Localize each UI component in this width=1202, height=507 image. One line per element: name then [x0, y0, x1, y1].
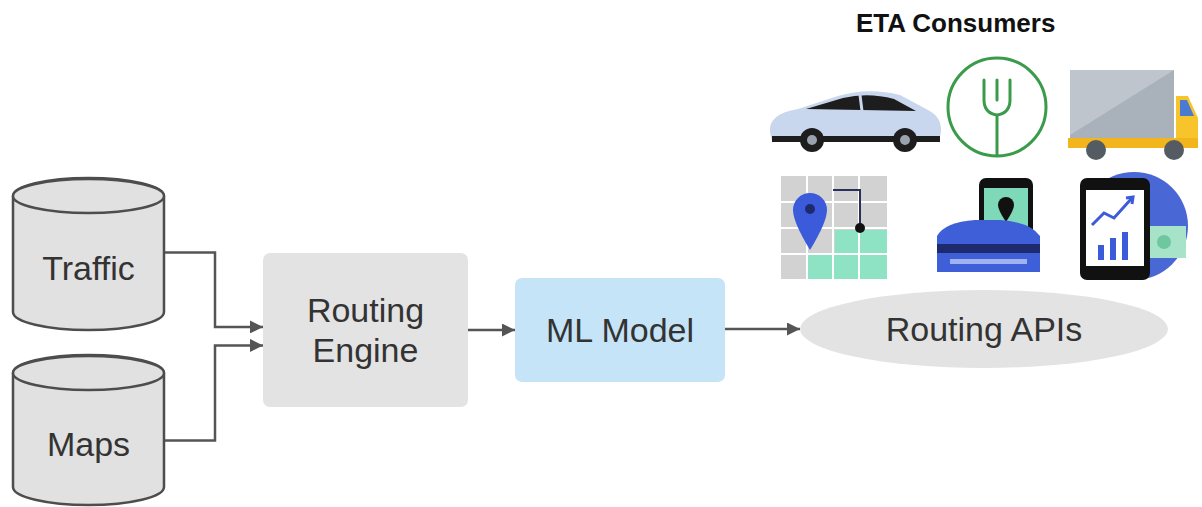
node-text: Routing APIs	[886, 309, 1083, 349]
cylinder-body	[13, 178, 164, 330]
finance-icon-part	[1122, 232, 1128, 260]
finance-icon-part	[1126, 197, 1133, 204]
truck-icon-part	[1070, 70, 1174, 140]
car-icon-part	[900, 135, 910, 145]
truck-icon-part	[1180, 100, 1194, 116]
ride-icon-part	[937, 220, 1040, 272]
cylinder-top	[13, 356, 164, 390]
finance-icon-part	[1092, 198, 1132, 225]
box-fill	[263, 253, 468, 407]
model-box: ML Model	[515, 278, 725, 382]
finance-icon-part	[1110, 238, 1116, 260]
truck-icon-part	[1070, 70, 1174, 135]
database-cylinder: Traffic	[12, 178, 165, 330]
map-icon	[781, 176, 887, 279]
car-icon-part	[807, 135, 817, 145]
flow-arrow	[468, 329, 515, 332]
food-icon-part	[984, 80, 1010, 155]
car-icon-part	[770, 91, 941, 141]
flow-arrow	[165, 345, 263, 440]
cylinder-top	[13, 179, 164, 213]
database-cylinder: Maps	[12, 355, 165, 505]
car-icon-part	[860, 95, 862, 111]
node-text: Maps	[47, 424, 130, 464]
map-icon-part	[781, 176, 887, 279]
finance-icon-part	[1157, 235, 1171, 249]
ride-icon-part	[950, 259, 1027, 264]
ellipse-fill	[800, 290, 1168, 368]
car-icon	[770, 91, 941, 152]
group-heading: ETA Consumers	[856, 8, 1055, 39]
truck-icon-part	[1164, 140, 1184, 160]
car-icon-part	[893, 128, 917, 152]
car-icon-part	[800, 128, 824, 152]
flow-arrow	[725, 328, 800, 331]
process-box: Routing Engine	[263, 253, 468, 407]
node-text: ML Model	[546, 310, 694, 350]
map-icon-part	[793, 193, 827, 250]
map-icon-part	[781, 176, 887, 279]
flow-arrow	[165, 252, 263, 326]
cylinder-body	[13, 355, 164, 505]
food-icon	[948, 58, 1046, 156]
node-text: Traffic	[42, 248, 135, 288]
car-icon-part	[806, 95, 916, 111]
truck-icon-part	[1086, 140, 1106, 160]
finance-icon-part	[1086, 190, 1144, 266]
map-icon-part	[855, 223, 865, 233]
finance-icon-part	[1098, 245, 1104, 260]
ride-icon	[937, 178, 1040, 272]
map-icon-part	[833, 190, 860, 228]
map-icon-part	[808, 255, 835, 279]
map-icon-part	[805, 204, 815, 214]
finance-icon-part	[1080, 172, 1188, 280]
truck-icon	[1068, 70, 1198, 160]
ride-icon-part	[937, 244, 1040, 253]
ride-icon-part	[998, 197, 1014, 222]
node-text: Routing Engine	[277, 290, 454, 370]
process-box-outline	[263, 253, 468, 407]
finance-icon	[1080, 172, 1188, 280]
food-icon-part	[948, 58, 1046, 156]
box-fill	[515, 278, 725, 382]
api-ellipse: Routing APIs	[800, 290, 1168, 368]
finance-icon-part	[1080, 178, 1150, 280]
